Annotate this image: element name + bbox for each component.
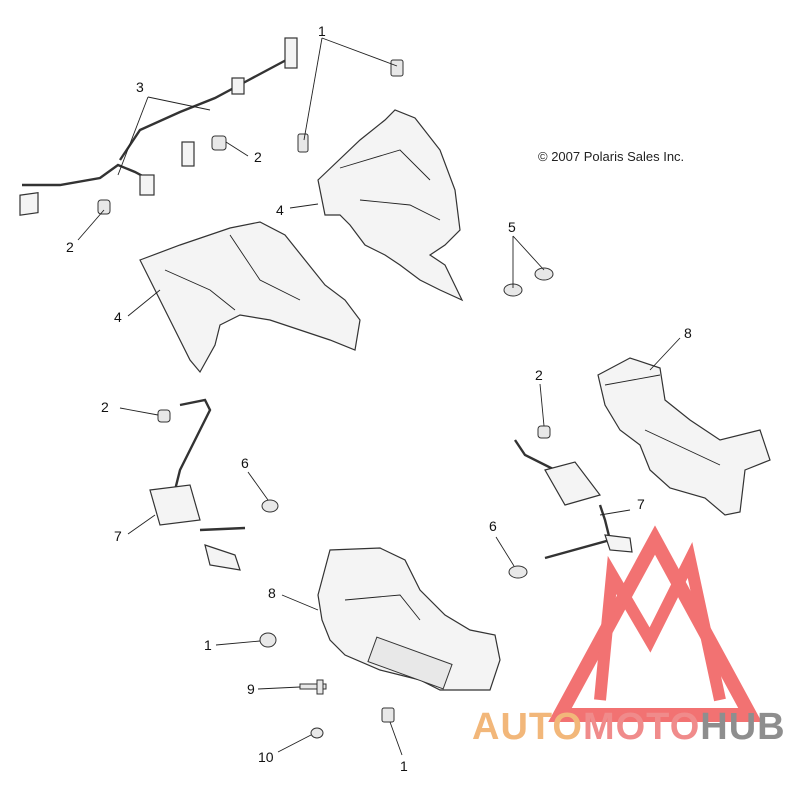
callout-4-upper: 4 — [276, 202, 284, 218]
callout-1-top: 1 — [318, 23, 326, 39]
callout-9: 9 — [247, 681, 255, 697]
clip-part-2-upper — [97, 135, 227, 215]
leader-lines — [77, 37, 681, 756]
callout-6-right: 6 — [489, 518, 497, 534]
fender-panel-part-4-left — [139, 221, 361, 374]
pushpin-part-1-upper — [297, 59, 404, 153]
fender-panel-part-4-right — [317, 109, 464, 302]
callout-1-left: 1 — [204, 637, 212, 653]
callout-10: 10 — [258, 749, 274, 765]
callout-5: 5 — [508, 219, 516, 235]
watermark-brand: AUTOMOTOHUB — [472, 706, 786, 749]
callout-4-lower: 4 — [114, 309, 122, 325]
bracket-part-3 — [19, 37, 298, 216]
callout-7-right: 7 — [637, 496, 645, 512]
pushpin-part-1-lower — [259, 632, 395, 723]
brand-auto: AUTO — [472, 706, 583, 748]
grommet-part-5 — [503, 267, 554, 297]
bracket-part-7-left — [149, 398, 246, 571]
nut-part-10 — [310, 727, 324, 739]
clip-part-2-lower — [157, 409, 551, 439]
brand-hub: HUB — [700, 706, 786, 748]
bracket-part-7-right — [514, 439, 633, 560]
copyright-notice: © 2007 Polaris Sales Inc. — [538, 149, 685, 164]
callout-labels: 1 3 2 2 4 4 5 8 2 6 7 2 7 6 8 1 9 10 1 — [66, 23, 692, 774]
callout-6-left: 6 — [241, 455, 249, 471]
callout-2-lower-left: 2 — [101, 399, 109, 415]
bolt-part-9 — [299, 679, 327, 695]
callout-8-upper: 8 — [684, 325, 692, 341]
callout-2-right: 2 — [535, 367, 543, 383]
footwell-part-8-lower — [317, 547, 501, 691]
callout-1-bottom: 1 — [400, 758, 408, 774]
callout-2-top: 2 — [254, 149, 262, 165]
brand-moto: MOTO — [582, 706, 701, 748]
callout-2-left: 2 — [66, 239, 74, 255]
footwell-part-8-upper — [597, 357, 771, 516]
bushing-part-6 — [261, 499, 528, 579]
callout-7-left: 7 — [114, 528, 122, 544]
callout-3: 3 — [136, 79, 144, 95]
callout-8-lower: 8 — [268, 585, 276, 601]
automotohub-logo-icon — [548, 525, 762, 722]
